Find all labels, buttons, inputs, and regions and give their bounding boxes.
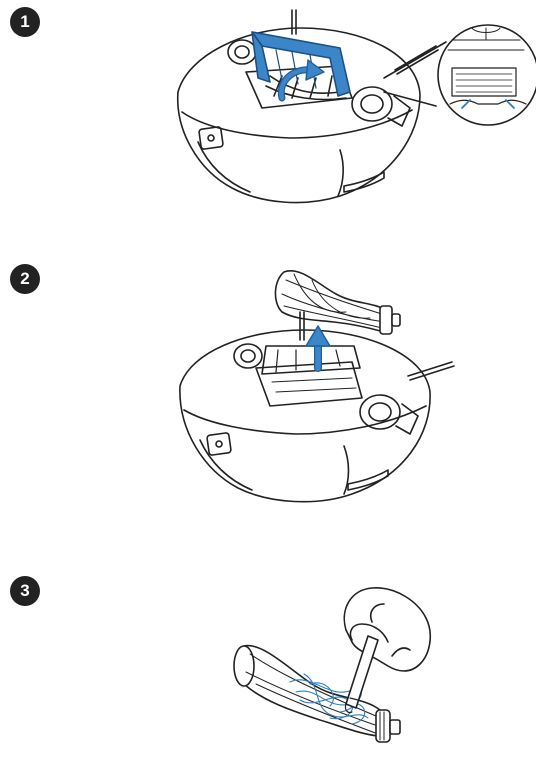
robot-vacuum-remove-brush-icon xyxy=(0,250,536,530)
clean-brush-with-tool-icon xyxy=(0,560,536,760)
step-1-illustration xyxy=(0,0,536,230)
step-2-illustration xyxy=(0,250,536,530)
robot-vacuum-open-brush-cover-icon xyxy=(0,0,536,230)
step-3-illustration xyxy=(0,560,536,760)
